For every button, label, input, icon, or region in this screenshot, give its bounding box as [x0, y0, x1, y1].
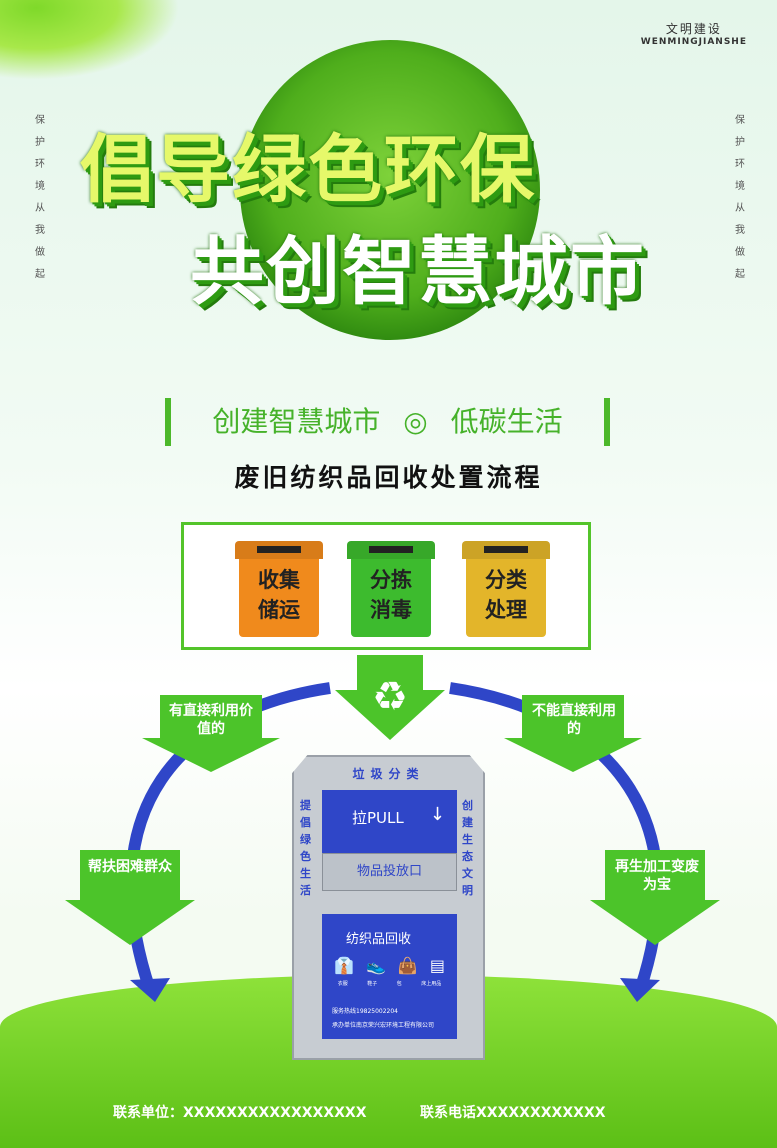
side-char: 做 — [35, 247, 45, 258]
bin-process: 分类处理 — [466, 541, 546, 637]
bin-label: 储运 — [258, 598, 300, 622]
side-char: 保 — [35, 115, 45, 126]
flow-title: 废旧纺织品回收处置流程 — [234, 463, 543, 492]
badge: 文明建设 WENMINGJIANSHE — [641, 20, 747, 47]
shoe-icon: 👟 — [365, 956, 386, 975]
down-arrow-center — [335, 655, 445, 740]
badge-cn: 文明建设 — [665, 22, 722, 36]
side-char: 护 — [35, 137, 45, 148]
bag-icon: 👜 — [397, 956, 418, 975]
side-char: 起 — [735, 269, 745, 280]
blue-arrowhead-left — [130, 978, 170, 1002]
item-label: 包 — [396, 981, 402, 987]
arrow-left-bottom — [65, 850, 195, 945]
side-char: 我 — [735, 225, 745, 236]
bin-slot — [257, 546, 301, 553]
side-text-right: 保护环境从我做起 — [734, 110, 746, 286]
title-line1: 倡导绿色环保 — [80, 127, 536, 213]
item-label: 鞋子 — [367, 981, 378, 987]
label-left-top: 有直接利用价值的 — [169, 703, 253, 737]
badge-en: WENMINGJIANSHE — [640, 37, 747, 47]
footer-phone: 联系电话XXXXXXXXXXXX — [420, 1105, 606, 1121]
bin-slot — [484, 546, 528, 553]
side-char: 做 — [735, 247, 745, 258]
side-char: 从 — [735, 203, 745, 214]
side-char: 环 — [35, 159, 45, 170]
side-char: 护 — [735, 137, 745, 148]
machine-top-label: 垃圾分类 — [352, 767, 425, 781]
machine-left-vertical: 提倡绿色生活 — [300, 799, 311, 897]
bin-label: 收集 — [258, 568, 300, 592]
item-labels: 衣服 鞋子 包 床上用品 — [328, 980, 451, 987]
clothes-icon: 👔 — [334, 956, 354, 975]
label-right-bottom: 再生加工变废为宝 — [615, 859, 699, 893]
side-char: 环 — [735, 159, 745, 170]
recycle-icon: ♻ — [372, 674, 408, 720]
hotline: 服务热线19825002204 — [332, 1008, 398, 1015]
side-char: 我 — [35, 225, 45, 236]
subtitle-right: 低碳生活 — [450, 405, 563, 438]
footer-unit: 联系单位：XXXXXXXXXXXXXXXXX — [113, 1105, 367, 1121]
item-label: 床上用品 — [421, 981, 442, 987]
item-label: 衣服 — [337, 981, 348, 987]
bin-collect: 收集储运 — [239, 541, 319, 637]
grass-ball-decoration — [240, 40, 540, 340]
subtitle-separator: ◎ — [403, 405, 428, 438]
bin-label: 分类 — [485, 568, 527, 592]
leaves-decoration — [0, 0, 180, 80]
sponsor: 承办单位南京荣兴宏环境工程有限公司 — [332, 1022, 435, 1029]
side-char: 起 — [35, 269, 45, 280]
arrow-right-bottom — [590, 850, 720, 945]
bin-label: 分拣 — [370, 568, 412, 592]
pull-handle[interactable]: 拉PULL ↓ — [322, 790, 457, 853]
bins-box: 收集储运 分拣消毒 分类处理 — [181, 522, 591, 650]
arrow-left-top — [142, 695, 280, 772]
info-panel: 纺织品回收 👔 👟 👜 ▤ 衣服 鞋子 包 床上用品 服务热线19825002204 承办单… — [322, 914, 457, 1039]
panel-title: 纺织品回收 — [346, 932, 412, 947]
drop-slot[interactable]: 物品投放口 — [322, 853, 457, 891]
side-char: 境 — [35, 181, 45, 192]
bin-sort: 分拣消毒 — [351, 541, 431, 637]
bin-slot — [369, 546, 413, 553]
side-text-left: 保护环境从我做起 — [34, 110, 46, 286]
subtitle-bar: 创建智慧城市 ◎ 低碳生活 — [165, 398, 610, 446]
label-left-bottom: 帮扶困难群众 — [88, 859, 172, 875]
bin-label: 处理 — [485, 598, 527, 622]
pull-label: 拉PULL — [352, 809, 404, 827]
flow-arrows: ♻ — [65, 655, 720, 1002]
label-right-top: 不能直接利用的 — [532, 703, 616, 737]
arrow-down-icon: ↓ — [429, 804, 445, 825]
item-icons: 👔 👟 👜 ▤ — [328, 956, 451, 975]
title-line2: 共创智慧城市 — [190, 229, 646, 315]
blue-arrowhead-right — [620, 978, 660, 1002]
machine-right-vertical: 创建生态文明 — [462, 799, 473, 897]
recycling-machine: 垃圾分类 提倡绿色生活 创建生态文明 拉PULL ↓ 物品投放口 纺织品回收 👔 👟… — [292, 755, 485, 1060]
side-char: 从 — [35, 203, 45, 214]
side-char: 保 — [735, 115, 745, 126]
side-char: 境 — [735, 181, 745, 192]
subtitle-left: 创建智慧城市 — [212, 405, 381, 438]
bedding-icon: ▤ — [429, 956, 445, 975]
arrow-right-top — [504, 695, 642, 772]
bin-label: 消毒 — [370, 598, 412, 622]
